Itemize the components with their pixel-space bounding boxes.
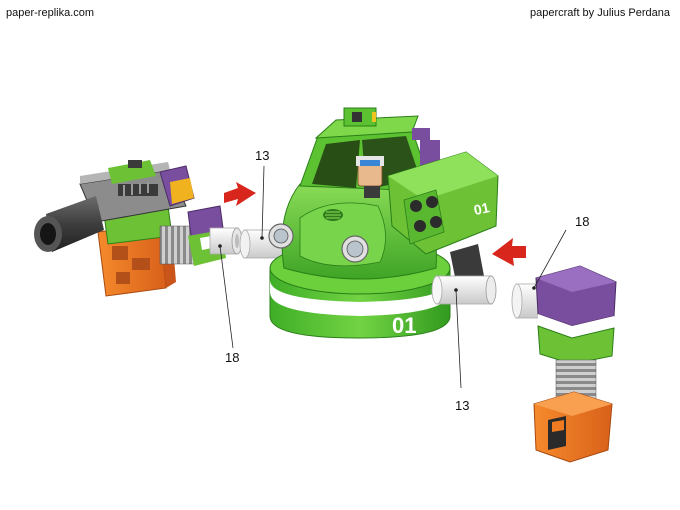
callout-lines xyxy=(218,165,567,389)
arrow-left-icon xyxy=(492,238,526,266)
callout-left-connector: 13 xyxy=(255,148,269,163)
callout-right-joint: 18 xyxy=(575,214,589,229)
callout-right-connector: 13 xyxy=(455,398,469,413)
left-gun-module xyxy=(34,160,243,297)
vehicle-body: 01 01 xyxy=(239,107,499,339)
site-name: paper-replika.com xyxy=(6,7,95,19)
arrow-right-icon xyxy=(224,182,256,206)
pod-number: 01 xyxy=(472,199,491,218)
author-credit: papercraft by Julius Perdana xyxy=(529,7,670,19)
callout-left-joint: 18 xyxy=(225,350,239,365)
right-leg-module xyxy=(511,265,617,463)
vehicle-number: 01 xyxy=(392,313,416,338)
